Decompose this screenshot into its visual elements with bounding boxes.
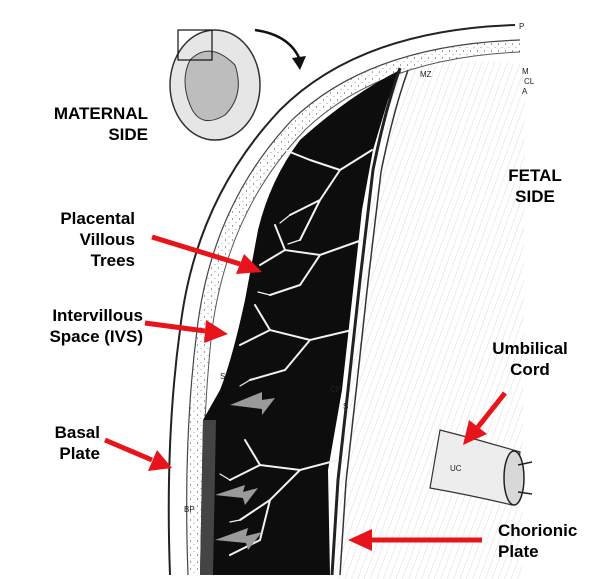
label-cl: CL [524, 77, 534, 86]
label-a: A [522, 87, 527, 96]
umbilical-cord-label: Umbilical Cord [480, 338, 580, 380]
label-s-lower: S [343, 402, 348, 411]
fetal-side-label: FETAL SIDE [495, 165, 575, 207]
label-m: M [522, 67, 529, 76]
label-s-upper: S [220, 372, 225, 381]
uterus-thumbnail [170, 30, 306, 140]
basal-plate-label: Basal Plate [20, 422, 100, 464]
label-uc: UC [450, 464, 462, 473]
chorionic-plate-label: Chorionic Plate [498, 520, 598, 562]
label-bp: BP [184, 505, 195, 514]
label-mz: MZ [420, 70, 432, 79]
label-cp: CP [330, 385, 341, 394]
label-p: P [519, 22, 524, 31]
villous-trees-label: Placental Villous Trees [20, 208, 135, 271]
ivs-label: Intervillous Space (IVS) [8, 305, 143, 347]
maternal-side-label: MATERNAL SIDE [18, 103, 148, 145]
